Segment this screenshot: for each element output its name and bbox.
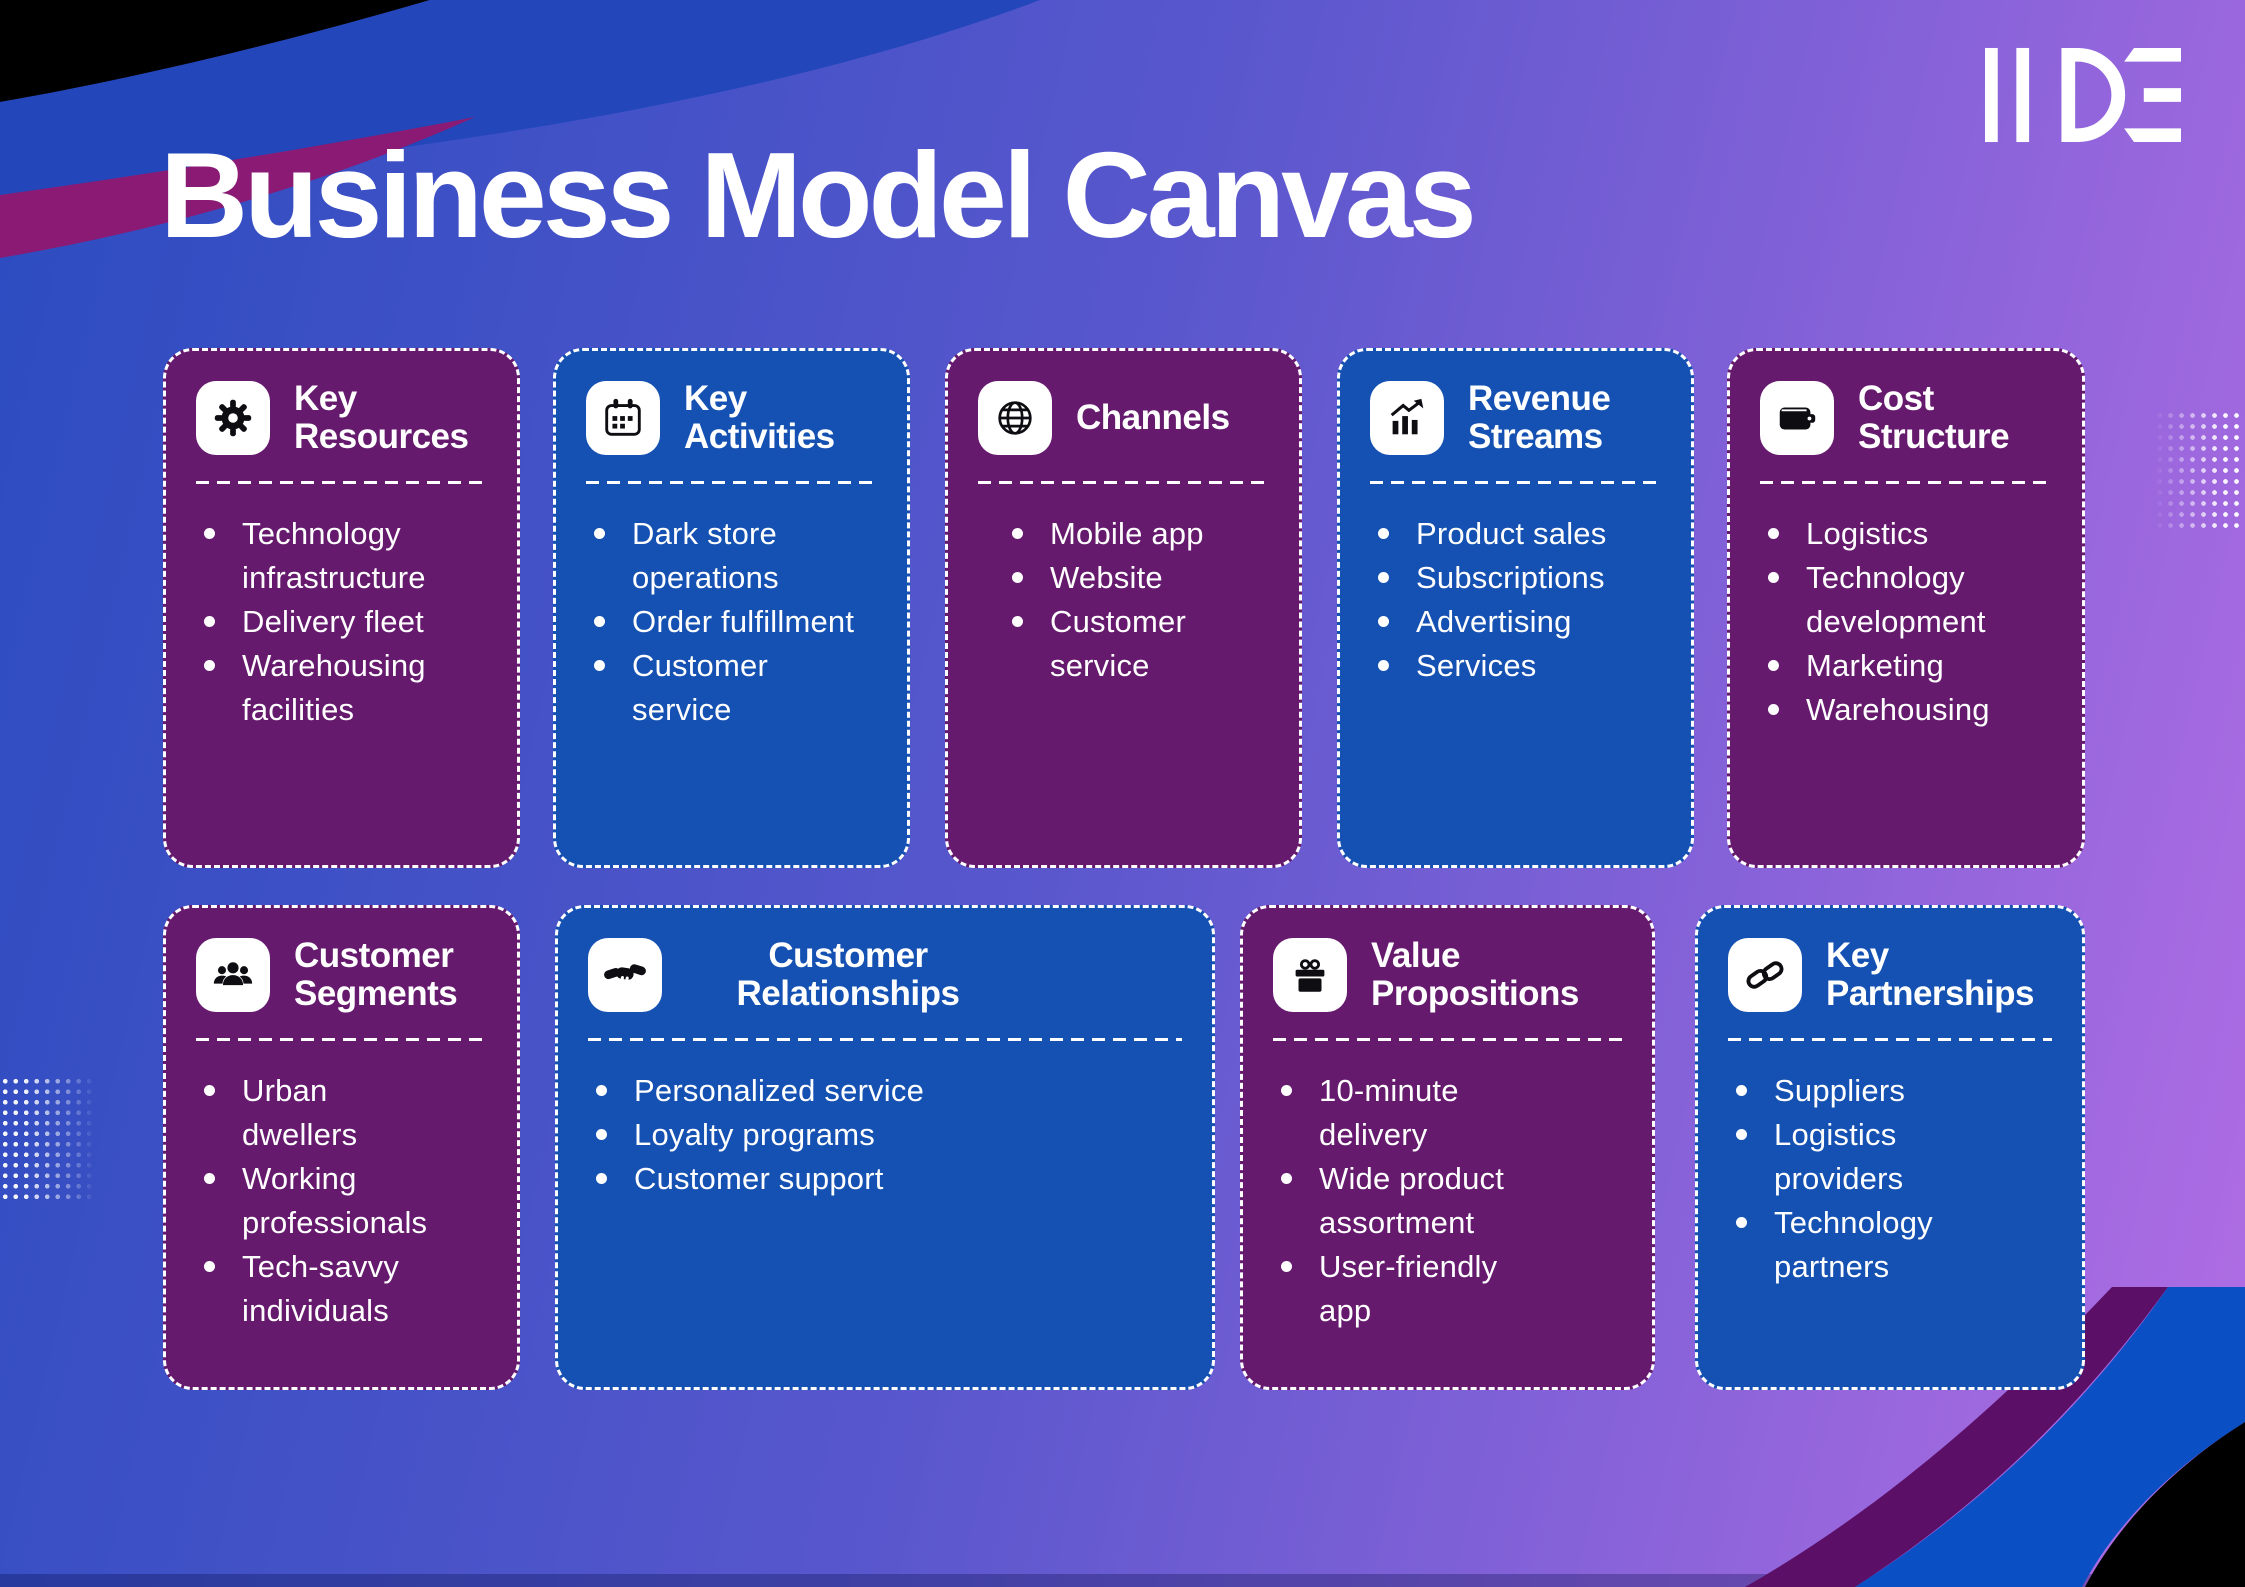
list-item: Website xyxy=(1004,556,1269,600)
list-item: Customer support xyxy=(588,1157,1182,1201)
list-item: Tech-savvy individuals xyxy=(196,1245,436,1333)
dashed-divider xyxy=(1760,481,2052,484)
gift-icon xyxy=(1273,938,1347,1012)
people-icon xyxy=(196,938,270,1012)
link-icon xyxy=(1728,938,1802,1012)
growth-chart-icon xyxy=(1370,381,1444,455)
card-title: Cost Structure xyxy=(1858,379,2010,456)
card-title: Key Partnerships xyxy=(1826,936,2034,1013)
list-item: Technology infrastructure xyxy=(196,512,487,600)
dashed-divider xyxy=(586,481,877,484)
list-item: Customer service xyxy=(586,644,871,732)
list-item: Wide product assortment xyxy=(1273,1157,1548,1245)
list-item: Technology partners xyxy=(1728,1201,2028,1289)
list-item: Services xyxy=(1370,644,1661,688)
card-header: Customer Relationships xyxy=(588,936,1182,1014)
card-title: Value Propositions xyxy=(1371,936,1579,1013)
list-item: User-friendly app xyxy=(1273,1245,1548,1333)
dashed-divider xyxy=(1273,1038,1622,1041)
list-item: Customer service xyxy=(1004,600,1269,688)
list-item: Mobile app xyxy=(1004,512,1269,556)
page-title: Business Model Canvas xyxy=(160,127,1477,263)
dashed-divider xyxy=(1370,481,1661,484)
calendar-icon xyxy=(586,381,660,455)
card-header: Customer Segments xyxy=(196,936,487,1014)
card-header: Key Resources xyxy=(196,379,487,457)
card-title: Channels xyxy=(1076,398,1230,438)
list-item: Product sales xyxy=(1370,512,1661,556)
dashed-divider xyxy=(978,481,1269,484)
list-item: Logistics providers xyxy=(1728,1113,2028,1201)
card-title: Customer Segments xyxy=(294,936,458,1013)
list-item: Working professionals xyxy=(196,1157,436,1245)
dashed-divider xyxy=(1728,1038,2052,1041)
card-title: Revenue Streams xyxy=(1468,379,1611,456)
list-item: Dark store operations xyxy=(586,512,871,600)
list-item: Marketing xyxy=(1760,644,2052,688)
list-item: Personalized service xyxy=(588,1069,1182,1113)
list-item: Subscriptions xyxy=(1370,556,1661,600)
card-title: Customer Relationships xyxy=(736,936,960,1013)
list-item: 10-minute delivery xyxy=(1273,1069,1548,1157)
card-header: Value Propositions xyxy=(1273,936,1622,1014)
list-item: Advertising xyxy=(1370,600,1661,644)
list-item: Loyalty programs xyxy=(588,1113,1182,1157)
list-item: Warehousing xyxy=(1760,688,2052,732)
globe-icon xyxy=(978,381,1052,455)
halftone-dots-right xyxy=(2154,410,2245,534)
halftone-dots-left xyxy=(0,1076,96,1204)
list-item: Suppliers xyxy=(1728,1069,2028,1113)
bottom-edge-strip xyxy=(0,1574,2245,1587)
card-header: Key Partnerships xyxy=(1728,936,2052,1014)
wallet-icon xyxy=(1760,381,1834,455)
card-title: Key Resources xyxy=(294,379,469,456)
dashed-divider xyxy=(588,1038,1182,1041)
card-header: Cost Structure xyxy=(1760,379,2052,457)
list-item: Technology development xyxy=(1760,556,2052,644)
dashed-divider xyxy=(196,481,487,484)
list-item: Urban dwellers xyxy=(196,1069,436,1157)
card-header: Revenue Streams xyxy=(1370,379,1661,457)
list-item: Order fulfillment xyxy=(586,600,871,644)
card-customer-relationships: Customer Relationships Personalized serv… xyxy=(555,905,1215,1390)
card-header: Key Activities xyxy=(586,379,877,457)
dashed-divider xyxy=(196,1038,487,1041)
handshake-icon xyxy=(588,938,662,1012)
card-header: Channels xyxy=(978,379,1269,457)
iide-logo xyxy=(1985,47,2181,143)
gear-icon xyxy=(196,381,270,455)
list-item: Delivery fleet xyxy=(196,600,487,644)
list-item: Logistics xyxy=(1760,512,2052,556)
card-title: Key Activities xyxy=(684,379,835,456)
list-item: Warehousing facilities xyxy=(196,644,487,732)
